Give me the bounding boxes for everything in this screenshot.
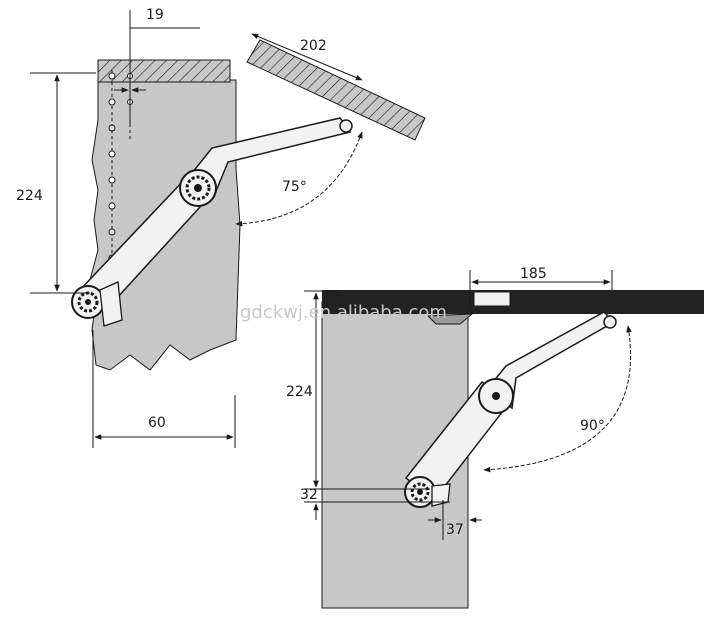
dimension-top-offset-a [114, 10, 200, 125]
top-board-b [322, 290, 704, 314]
angle-label-b: 90° [580, 418, 605, 434]
angle-arc-a [235, 131, 363, 227]
dimension-depth-a [92, 330, 236, 448]
dim-label-lid-width-b: 185 [520, 266, 547, 282]
dim-label-side-offset-b: 37 [446, 522, 464, 538]
dim-label-height-a: 224 [16, 188, 43, 204]
dimension-side-offset-b [428, 500, 482, 540]
diagram-b: 185 224 32 37 90° [286, 266, 704, 609]
dim-label-height-b: 224 [286, 384, 313, 400]
lid-mount-plate-b [473, 291, 511, 307]
dimension-lid-width-b [469, 270, 613, 310]
diagram-a: 224 19 202 60 75° [16, 7, 426, 448]
dimension-height-a [30, 72, 96, 294]
dimension-height-b [304, 290, 430, 490]
dimension-lid-width-a [251, 33, 363, 81]
angle-arc-b [483, 325, 632, 473]
dim-label-bottom-offset-b: 32 [300, 487, 318, 503]
watermark: gdckwj.en.alibaba.com [240, 302, 447, 323]
dim-label-top-offset-a: 19 [146, 7, 164, 23]
dimension-bottom-offset-b [304, 470, 450, 520]
dim-label-depth-a: 60 [148, 415, 166, 431]
angle-label-a: 75° [282, 179, 307, 195]
dim-label-lid-width-a: 202 [300, 38, 327, 54]
top-board-a [97, 59, 231, 83]
